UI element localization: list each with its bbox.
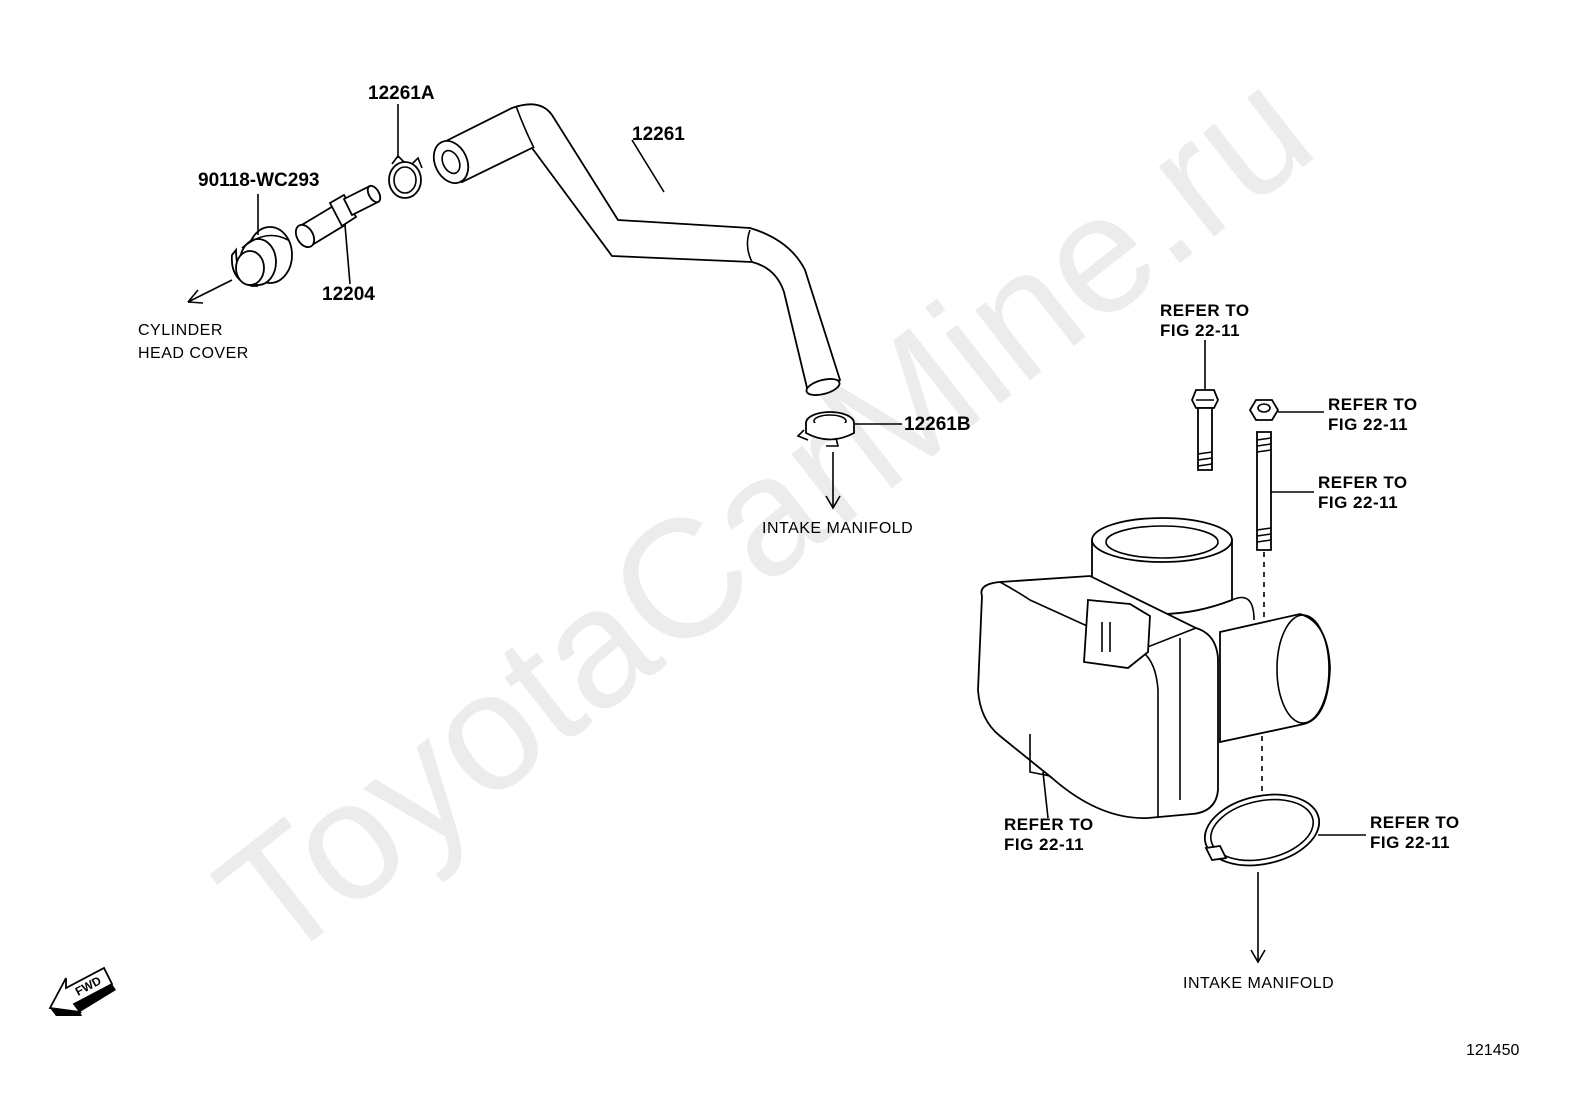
watermark: ToyotaCarMine.ru: [184, 32, 1345, 996]
arrow-to-head-cover: [187, 279, 233, 304]
clamp-a-part-number: 12261A: [368, 83, 435, 104]
pcv-valve-leader: [344, 224, 351, 285]
nut: [1248, 399, 1280, 421]
bolt-refer-2: FIG 22-11: [1160, 321, 1240, 340]
clamp-a: [388, 154, 423, 199]
gasket: [1203, 793, 1321, 867]
pcv-valve-part-number: 12204: [322, 284, 375, 305]
pcv-valve: [294, 184, 382, 249]
intake-manifold-label-2: INTAKE MANIFOLD: [1183, 975, 1334, 992]
grommet: [230, 226, 293, 287]
fwd-arrow-icon: [48, 966, 116, 1016]
gasket-refer-1: REFER TO: [1370, 813, 1460, 832]
stud-refer-2: FIG 22-11: [1318, 493, 1398, 512]
throttle-body: [977, 517, 1331, 819]
bolt: [1191, 389, 1219, 471]
hose: [432, 103, 842, 396]
clamp-b: [796, 411, 855, 447]
throttle-body-refer-2: FIG 22-11: [1004, 835, 1084, 854]
gasket-refer-2: FIG 22-11: [1370, 833, 1450, 852]
nut-refer-2: FIG 22-11: [1328, 415, 1408, 434]
arrow-to-intake-manifold-1: [825, 452, 841, 510]
throttle-body-leader: [1042, 771, 1049, 819]
diagram-number: 121450: [1466, 1042, 1519, 1059]
throttle-body-refer-1: REFER TO: [1004, 815, 1094, 834]
cylinder-head-cover-label-2: HEAD COVER: [138, 345, 249, 362]
arrow-to-intake-manifold-2: [1250, 872, 1266, 964]
stud-refer-1: REFER TO: [1318, 473, 1408, 492]
bolt-refer-1: REFER TO: [1160, 301, 1250, 320]
clamp-b-part-number: 12261B: [904, 414, 971, 435]
hose-part-number: 12261: [632, 124, 685, 145]
stud-bolt: [1256, 431, 1272, 618]
hose-leader: [631, 139, 665, 193]
cylinder-head-cover-label: CYLINDER: [138, 322, 223, 339]
nut-refer-1: REFER TO: [1328, 395, 1418, 414]
grommet-part-number: 90118-WC293: [198, 170, 319, 191]
intake-manifold-label-1: INTAKE MANIFOLD: [762, 520, 913, 537]
